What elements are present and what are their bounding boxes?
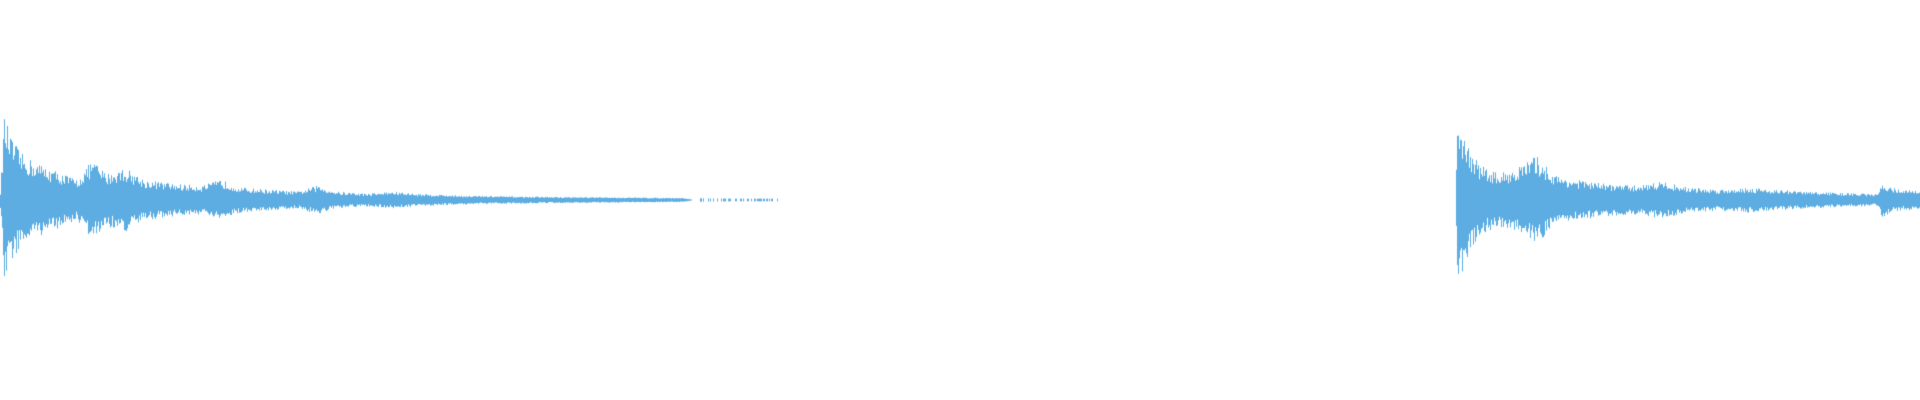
audio-waveform[interactable] — [0, 0, 1920, 400]
waveform-view[interactable] — [0, 0, 1920, 400]
